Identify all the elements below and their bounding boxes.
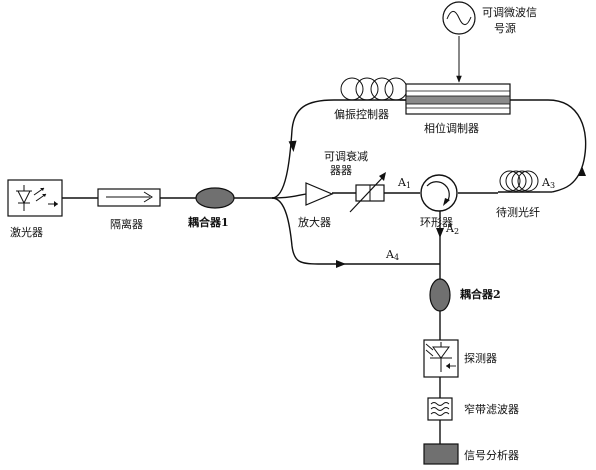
label-signal-analyzer: 信号分析器 (464, 448, 519, 462)
port-a3: A3 (541, 176, 555, 190)
phase-modulator-icon (405, 83, 511, 115)
label-circulator: 环形器 (420, 216, 453, 229)
svg-text:A4: A4 (385, 248, 399, 262)
coupler1-icon (195, 187, 235, 209)
svg-text:A1: A1 (397, 176, 411, 190)
svg-text:A2: A2 (445, 222, 459, 236)
fiber-under-test-icon (498, 170, 540, 193)
isolator-icon (97, 188, 161, 207)
label-detector: 探测器 (464, 352, 497, 365)
coupler2-icon (429, 278, 451, 312)
label-attenuator-line1: 可调衰减 (324, 149, 368, 163)
laser-icon (7, 179, 63, 217)
label-coupler2: 耦合器2 (460, 287, 501, 301)
fiber-lower-branch (271, 197, 440, 265)
detector-icon (423, 339, 459, 378)
circulator-icon (420, 174, 458, 212)
arrow-loop (578, 166, 586, 176)
label-fiber-under-test: 待测光纤 (496, 205, 540, 219)
arrow-circ-down (436, 228, 444, 238)
port-a4: A4 (385, 248, 399, 262)
fiber-pm-loop (510, 99, 587, 193)
attenuator-icon (349, 172, 386, 213)
label-microwave-source-line2: 号源 (494, 21, 516, 35)
fiber-upper-branch (271, 99, 342, 199)
label-isolator: 隔离器 (110, 217, 143, 231)
amplifier-icon (305, 182, 334, 206)
port-a1: A1 (397, 176, 411, 190)
signal-analyzer-icon (423, 443, 459, 465)
svg-text:A3: A3 (541, 176, 555, 190)
label-coupler1: 耦合器1 (188, 215, 229, 229)
filter-icon (427, 397, 453, 421)
microwave-source-icon (442, 1, 476, 35)
label-phase-modulator: 相位调制器 (424, 121, 479, 135)
label-laser: 激光器 (10, 225, 43, 239)
arrow-upper-branch (288, 140, 297, 152)
label-microwave-source-line1: 可调微波信 (482, 5, 537, 19)
label-polarization-controller: 偏振控制器 (334, 107, 389, 121)
label-amplifier: 放大器 (298, 215, 331, 229)
label-attenuator-line2: 器器 (330, 164, 352, 177)
fiber-middle-branch (271, 193, 307, 199)
arrow-lower-branch (336, 260, 346, 268)
polarization-controller-icon (340, 77, 408, 101)
label-filter: 窄带滤波器 (464, 402, 519, 416)
port-a2: A2 (445, 222, 459, 236)
